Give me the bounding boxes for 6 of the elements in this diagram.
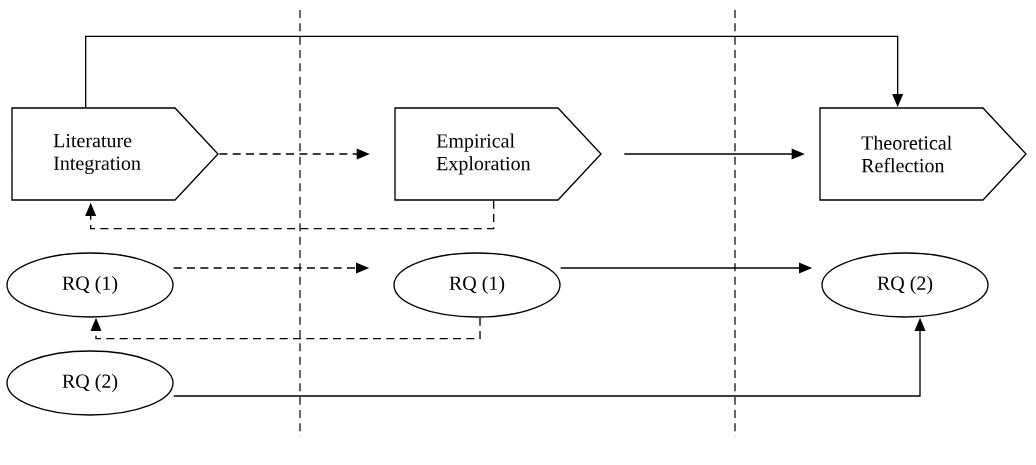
arrow — [90, 317, 481, 340]
process-pentagon: Literature Integration — [11, 107, 219, 201]
process-pentagon: Empirical Exploration — [394, 107, 602, 201]
arrow — [85, 35, 904, 108]
arrow — [85, 200, 495, 230]
process-pentagon: Theoretical Reflection — [819, 107, 1027, 201]
